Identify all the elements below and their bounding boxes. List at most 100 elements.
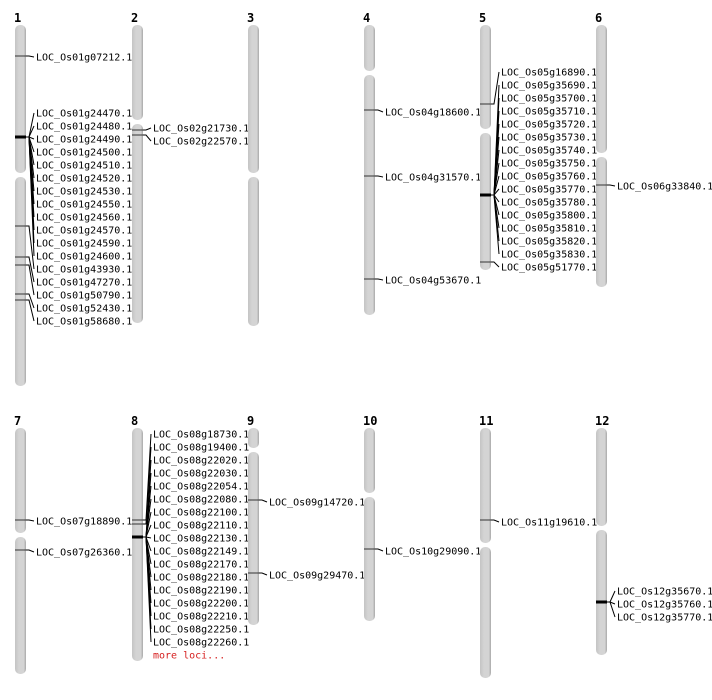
- locus-label[interactable]: LOC_Os05g35800.1: [501, 211, 597, 222]
- locus-label[interactable]: LOC_Os01g24480.1: [36, 122, 132, 133]
- chromosome-8[interactable]: 8LOC_Os08g18730.1LOC_Os08g19400.1LOC_Os0…: [131, 414, 249, 662]
- chromosome-arm-short[interactable]: [596, 428, 607, 526]
- chromosome-arm-long[interactable]: [596, 530, 607, 655]
- locus-label[interactable]: LOC_Os08g22080.1: [153, 495, 249, 506]
- chromosome-arm-short[interactable]: [364, 25, 375, 71]
- locus-label[interactable]: LOC_Os01g24470.1: [36, 109, 132, 120]
- locus-label[interactable]: LOC_Os01g24600.1: [36, 252, 132, 263]
- chromosome-12[interactable]: 12LOC_Os12g35670.1LOC_Os12g35760.1LOC_Os…: [595, 414, 712, 655]
- locus-label[interactable]: LOC_Os01g07212.1: [36, 53, 132, 64]
- locus-label[interactable]: LOC_Os07g18890.1: [36, 517, 132, 528]
- locus-label[interactable]: LOC_Os01g52430.1: [36, 304, 132, 315]
- chromosome-arm-short[interactable]: [132, 25, 143, 120]
- locus-label[interactable]: LOC_Os05g16890.1: [501, 68, 597, 79]
- chromosome-arm-long[interactable]: [132, 124, 143, 323]
- locus-label[interactable]: LOC_Os01g24520.1: [36, 174, 132, 185]
- chromosome-arm-long[interactable]: [480, 547, 491, 678]
- locus-label[interactable]: LOC_Os09g29470.1: [269, 571, 365, 582]
- locus-label[interactable]: LOC_Os08g22030.1: [153, 469, 249, 480]
- locus-label[interactable]: LOC_Os10g29090.1: [385, 547, 481, 558]
- locus-label[interactable]: LOC_Os04g18600.1: [385, 108, 481, 119]
- locus-label[interactable]: LOC_Os01g47270.1: [36, 278, 132, 289]
- chromosome-1[interactable]: 1LOC_Os01g07212.1LOC_Os01g24470.1LOC_Os0…: [14, 11, 132, 386]
- locus-label[interactable]: LOC_Os08g22210.1: [153, 612, 249, 623]
- locus-label[interactable]: LOC_Os12g35770.1: [617, 613, 712, 624]
- locus-label[interactable]: LOC_Os05g35750.1: [501, 159, 597, 170]
- locus-label[interactable]: LOC_Os08g22110.1: [153, 521, 249, 532]
- locus-label[interactable]: LOC_Os05g35700.1: [501, 94, 597, 105]
- chromosome-arm-short[interactable]: [596, 25, 607, 153]
- locus-label[interactable]: LOC_Os08g22149.1: [153, 547, 249, 558]
- locus-label[interactable]: LOC_Os05g51770.1: [501, 263, 597, 274]
- chromosome-arm-short[interactable]: [364, 428, 375, 493]
- chromosome-arm-long[interactable]: [248, 452, 259, 625]
- locus-label[interactable]: LOC_Os01g50790.1: [36, 291, 132, 302]
- locus-label[interactable]: LOC_Os05g35740.1: [501, 146, 597, 157]
- locus-label[interactable]: LOC_Os08g22170.1: [153, 560, 249, 571]
- chromosome-5[interactable]: 5LOC_Os05g16890.1LOC_Os05g35690.1LOC_Os0…: [479, 11, 597, 274]
- locus-label[interactable]: LOC_Os05g35820.1: [501, 237, 597, 248]
- locus-label[interactable]: LOC_Os09g14720.1: [269, 498, 365, 509]
- locus-label[interactable]: LOC_Os12g35670.1: [617, 587, 712, 598]
- chromosome-4[interactable]: 4LOC_Os04g18600.1LOC_Os04g31570.1LOC_Os0…: [363, 11, 481, 315]
- locus-label[interactable]: LOC_Os08g19400.1: [153, 443, 249, 454]
- locus-label[interactable]: LOC_Os07g26360.1: [36, 548, 132, 559]
- chromosome-arm-long[interactable]: [15, 177, 26, 386]
- locus-label[interactable]: LOC_Os05g35830.1: [501, 250, 597, 261]
- locus-label[interactable]: LOC_Os01g58680.1: [36, 317, 132, 328]
- chromosome-arm-long[interactable]: [15, 537, 26, 674]
- locus-label[interactable]: LOC_Os01g24550.1: [36, 200, 132, 211]
- locus-label[interactable]: LOC_Os05g35770.1: [501, 185, 597, 196]
- locus-label[interactable]: LOC_Os08g22180.1: [153, 573, 249, 584]
- locus-label[interactable]: LOC_Os05g35720.1: [501, 120, 597, 131]
- chromosome-arm-short[interactable]: [480, 428, 491, 543]
- chromosome-3[interactable]: 3: [247, 11, 259, 326]
- locus-label[interactable]: LOC_Os08g22200.1: [153, 599, 249, 610]
- locus-label[interactable]: LOC_Os12g35760.1: [617, 600, 712, 611]
- locus-label[interactable]: LOC_Os01g24510.1: [36, 161, 132, 172]
- locus-label[interactable]: LOC_Os05g35760.1: [501, 172, 597, 183]
- locus-label[interactable]: LOC_Os11g19610.1: [501, 518, 597, 529]
- locus-label[interactable]: LOC_Os08g22130.1: [153, 534, 249, 545]
- chromosome-arm-short[interactable]: [15, 25, 26, 173]
- locus-label[interactable]: LOC_Os08g18730.1: [153, 430, 249, 441]
- locus-label[interactable]: LOC_Os05g35810.1: [501, 224, 597, 235]
- locus-label[interactable]: LOC_Os04g31570.1: [385, 173, 481, 184]
- locus-label[interactable]: LOC_Os01g24530.1: [36, 187, 132, 198]
- locus-label[interactable]: LOC_Os02g21730.1: [153, 124, 249, 135]
- locus-label[interactable]: LOC_Os01g24560.1: [36, 213, 132, 224]
- chromosome-arm-short[interactable]: [132, 428, 143, 661]
- locus-label[interactable]: LOC_Os01g24590.1: [36, 239, 132, 250]
- chromosome-arm-short[interactable]: [15, 428, 26, 533]
- locus-label[interactable]: LOC_Os08g22020.1: [153, 456, 249, 467]
- locus-label[interactable]: LOC_Os08g22100.1: [153, 508, 249, 519]
- locus-label[interactable]: LOC_Os04g53670.1: [385, 276, 481, 287]
- locus-label[interactable]: LOC_Os08g22190.1: [153, 586, 249, 597]
- locus-label[interactable]: LOC_Os01g43930.1: [36, 265, 132, 276]
- locus-label[interactable]: LOC_Os06g33840.1: [617, 182, 712, 193]
- locus-label[interactable]: LOC_Os08g22054.1: [153, 482, 249, 493]
- chromosome-arm-long[interactable]: [364, 497, 375, 621]
- chromosome-arm-long[interactable]: [248, 177, 259, 326]
- locus-label[interactable]: LOC_Os08g22250.1: [153, 625, 249, 636]
- locus-label[interactable]: LOC_Os05g35710.1: [501, 107, 597, 118]
- chromosome-arm-long[interactable]: [596, 157, 607, 287]
- more-loci-link[interactable]: more loci...: [153, 651, 225, 662]
- locus-label[interactable]: LOC_Os05g35780.1: [501, 198, 597, 209]
- locus-label[interactable]: LOC_Os05g35690.1: [501, 81, 597, 92]
- chromosome-arm-long[interactable]: [364, 75, 375, 315]
- chromosome-arm-short[interactable]: [248, 428, 259, 448]
- locus-label[interactable]: LOC_Os01g24490.1: [36, 135, 132, 146]
- locus-label[interactable]: LOC_Os01g24500.1: [36, 148, 132, 159]
- chromosome-arm-long[interactable]: [480, 133, 491, 270]
- locus-label[interactable]: LOC_Os02g22570.1: [153, 137, 249, 148]
- locus-label[interactable]: LOC_Os05g35730.1: [501, 133, 597, 144]
- locus-label[interactable]: LOC_Os08g22260.1: [153, 638, 249, 649]
- chromosome-arm-short[interactable]: [248, 25, 259, 173]
